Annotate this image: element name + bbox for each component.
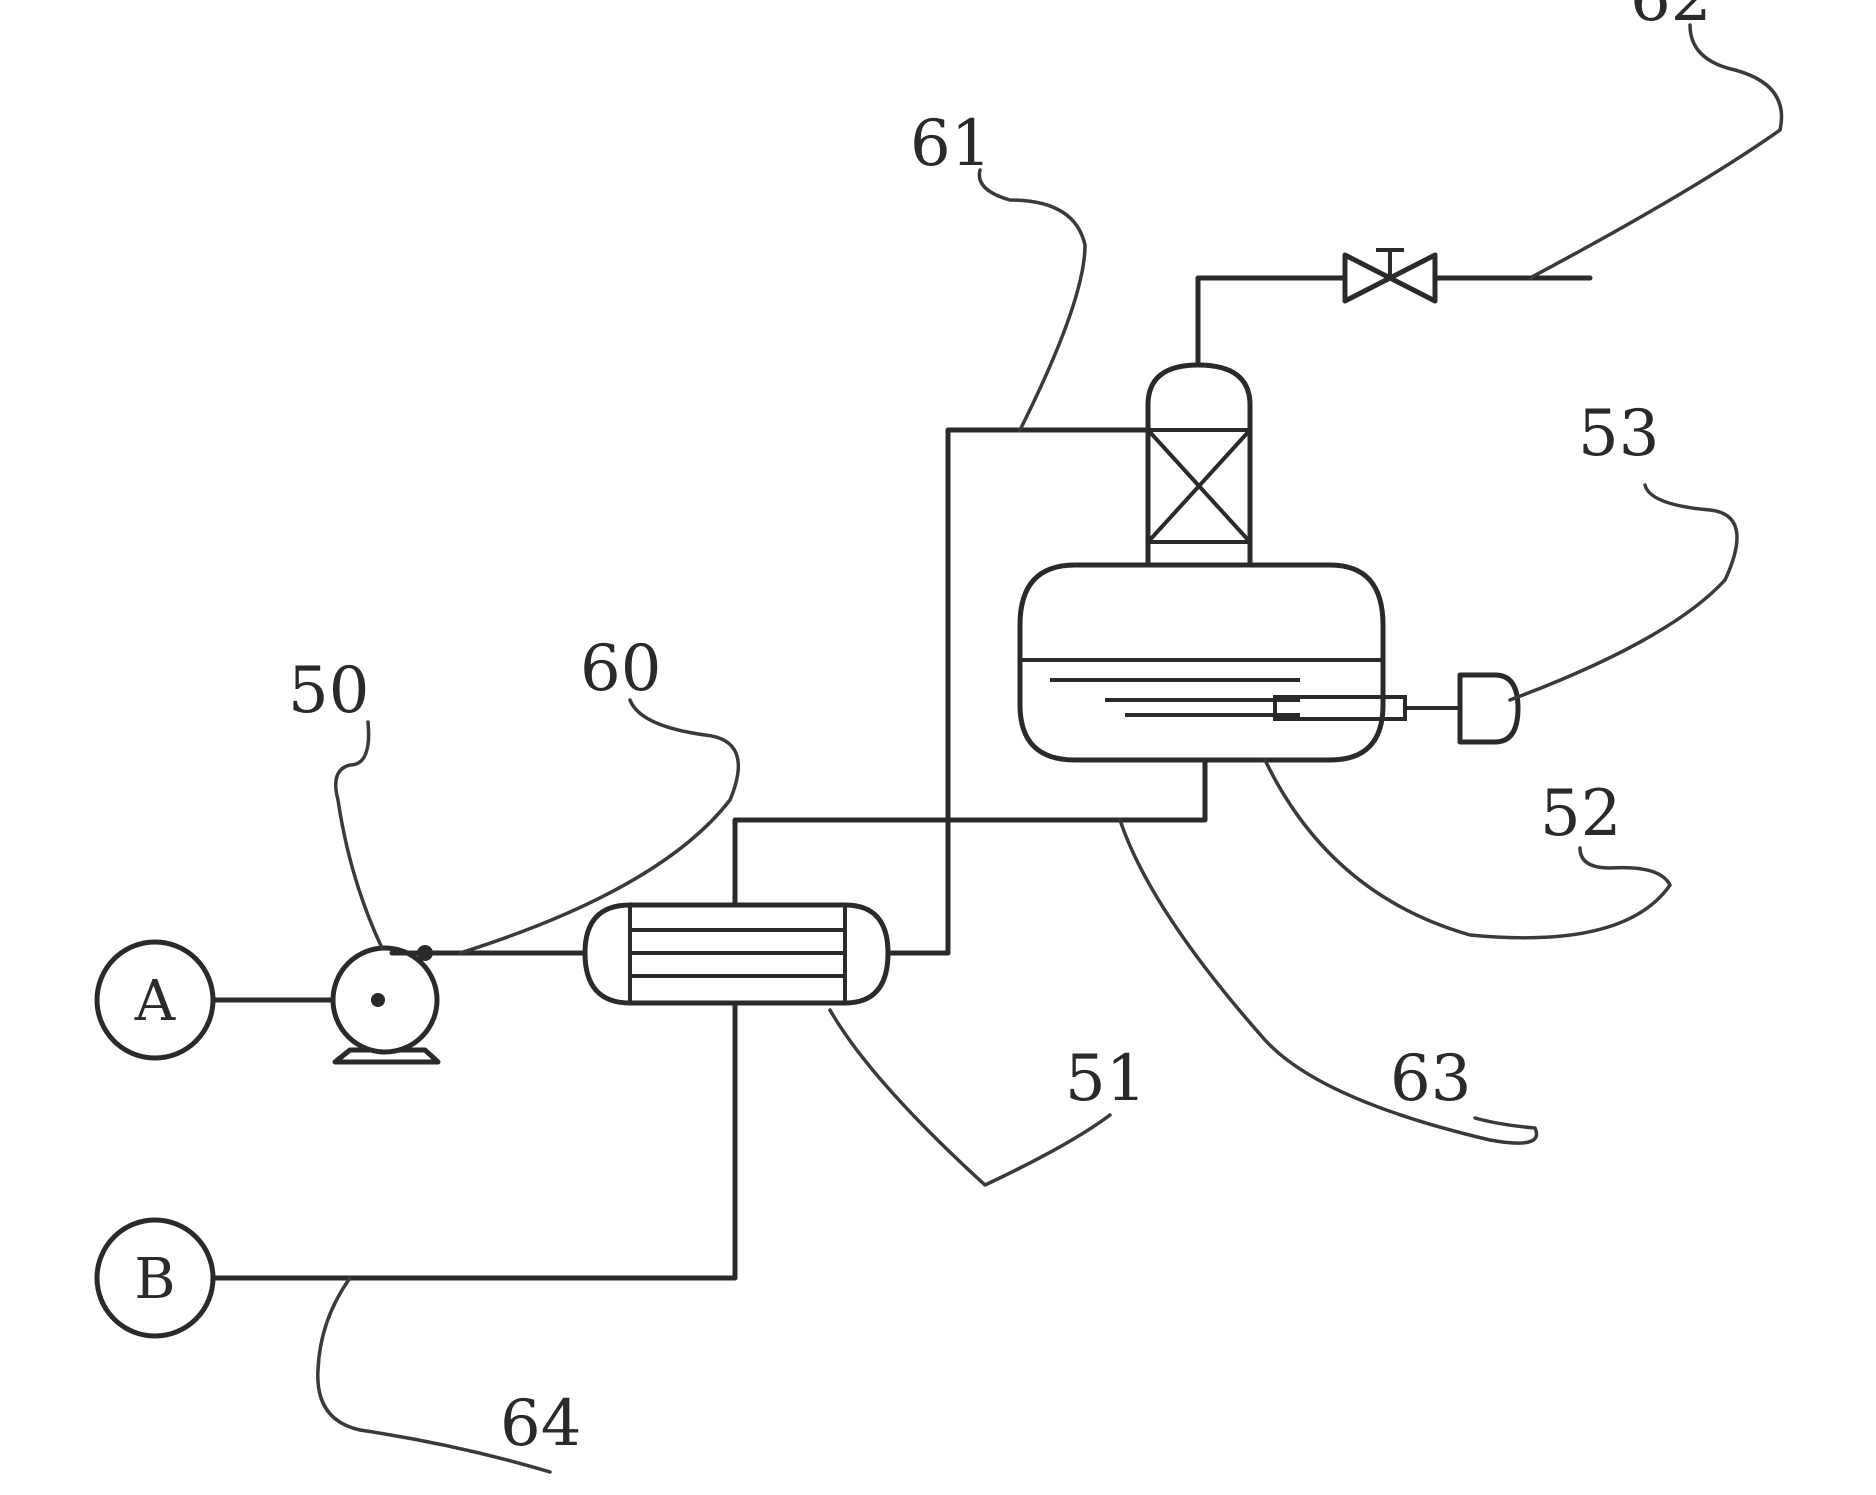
label-63: 63 <box>1390 1042 1471 1116</box>
heater <box>1405 675 1518 742</box>
pump <box>333 945 438 1062</box>
heater-head <box>1460 675 1518 742</box>
pump-outlet-dot <box>417 945 433 961</box>
label-53: 53 <box>1578 397 1659 471</box>
label-50: 50 <box>288 654 369 728</box>
column <box>1148 365 1250 565</box>
reboiler-shell <box>1020 565 1383 760</box>
piping <box>212 278 1590 1278</box>
control-valve <box>1345 250 1435 301</box>
leader-63 <box>1120 820 1537 1143</box>
label-64: 64 <box>500 1387 581 1461</box>
leader-62 <box>1530 25 1782 278</box>
leader-50 <box>336 722 382 948</box>
column-body <box>1148 365 1250 565</box>
terminal-b-label: B <box>134 1247 175 1312</box>
label-61: 61 <box>910 107 991 181</box>
terminal-b: B <box>97 1220 213 1336</box>
pipe-exchanger-to-b <box>212 1003 735 1278</box>
terminal-a: A <box>97 942 213 1058</box>
reboiler <box>1020 565 1405 760</box>
label-62: 62 <box>1630 0 1711 36</box>
label-52: 52 <box>1540 777 1621 851</box>
label-60: 60 <box>580 632 661 706</box>
pipe-bottoms-to-exchanger <box>735 760 1205 905</box>
pipe-overhead <box>1198 278 1345 365</box>
leader-53 <box>1510 485 1737 700</box>
heat-exchanger <box>585 905 888 1003</box>
terminal-a-label: A <box>134 969 176 1034</box>
pump-center-dot <box>371 993 385 1007</box>
label-51: 51 <box>1065 1042 1146 1116</box>
leader-61 <box>979 170 1085 430</box>
